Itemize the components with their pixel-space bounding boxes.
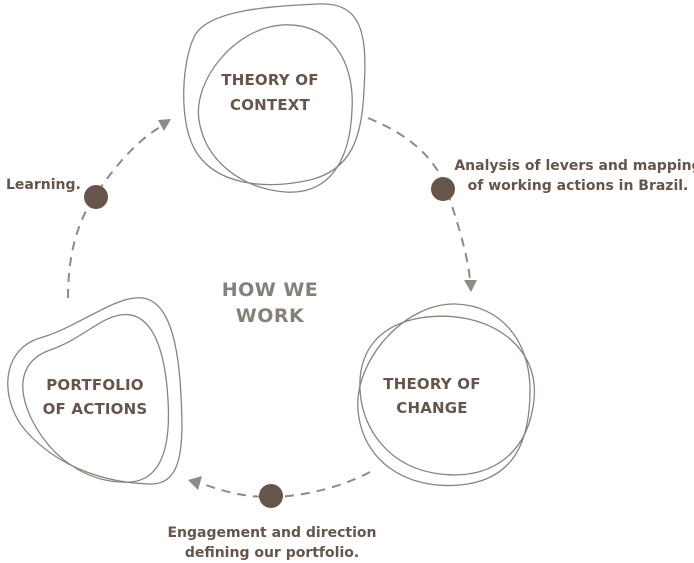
node-outline-inner xyxy=(197,24,353,193)
node-label-line-2: CHANGE xyxy=(396,399,467,417)
title-line-2: WORK xyxy=(236,305,305,327)
arrowhead-icon xyxy=(464,280,477,292)
node-label-line-1: THEORY OF xyxy=(383,375,480,393)
transition-change-to-portfolio: Engagement and direction defining our po… xyxy=(167,471,377,561)
transition-label: Learning. xyxy=(6,177,81,193)
transition-label-line-2: defining our portfolio. xyxy=(185,545,359,561)
node-outline-inner xyxy=(22,313,170,483)
node-theory-of-context: THEORY OF CONTEXT xyxy=(183,3,366,193)
node-label-line-2: OF ACTIONS xyxy=(43,400,148,418)
diagram-title: HOW WE WORK xyxy=(222,279,319,327)
transition-portfolio-to-context: Learning. xyxy=(6,119,171,299)
dashed-flow-arrow xyxy=(199,471,371,499)
transition-context-to-change: Analysis of levers and mapping of workin… xyxy=(367,117,694,292)
node-label-line-2: CONTEXT xyxy=(230,96,311,114)
node-theory-of-change: THEORY OF CHANGE xyxy=(357,303,535,487)
transition-label-line-1: Engagement and direction xyxy=(167,525,376,541)
dashed-flow-arrow xyxy=(67,125,163,299)
arrowhead-icon xyxy=(158,119,171,131)
transition-label-line-1: Analysis of levers and mapping xyxy=(454,158,694,174)
node-label-line-1: THEORY OF xyxy=(221,71,318,89)
arrowhead-icon xyxy=(188,476,202,490)
node-outline-outer xyxy=(357,303,531,487)
title-line-1: HOW WE xyxy=(222,279,319,301)
node-outline-outer xyxy=(183,3,366,186)
transition-dot xyxy=(431,177,455,201)
node-portfolio-of-actions: PORTFOLIO OF ACTIONS xyxy=(7,297,183,485)
node-label-line-1: PORTFOLIO xyxy=(46,376,144,394)
dashed-flow-arrow xyxy=(367,117,471,281)
node-outline-outer xyxy=(7,297,183,485)
transition-label-line-2: of working actions in Brazil. xyxy=(468,178,689,194)
node-outline-inner xyxy=(359,315,535,476)
transition-dot xyxy=(84,185,108,209)
transition-dot xyxy=(259,484,283,508)
